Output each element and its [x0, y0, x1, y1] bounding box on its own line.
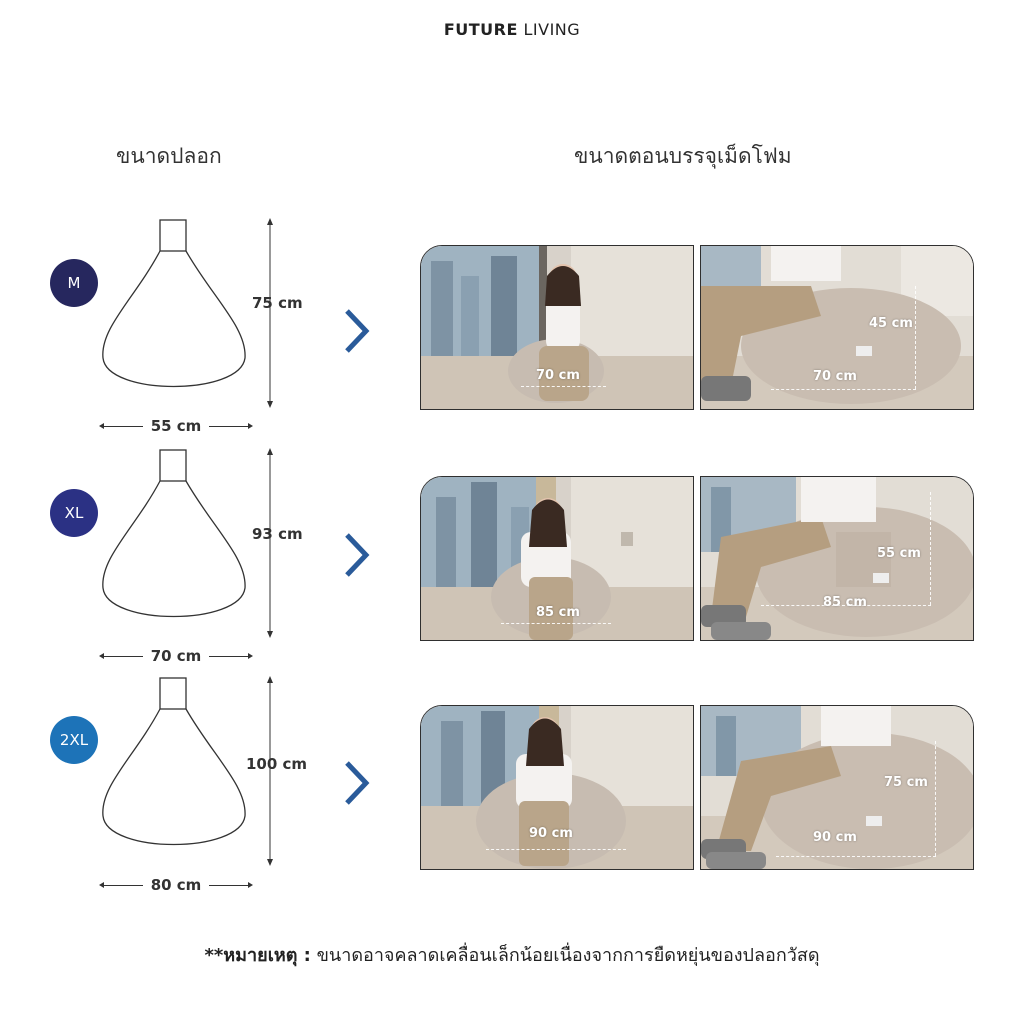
front-width-label-xl: 85 cm	[536, 605, 580, 620]
cover-width-label-m: 55 cm	[150, 417, 202, 435]
side-height-label-xl: 55 cm	[877, 546, 921, 561]
side-width-label-2xl: 90 cm	[813, 830, 857, 845]
footnote-text: ขนาดอาจคลาดเคลื่อนเล็กน้อยเนื่องจากการยื…	[310, 945, 820, 966]
cover-height-2xl: 100 cm	[246, 755, 308, 773]
photo-side-2xl: 75 cm 90 cm	[700, 705, 974, 870]
photo-side-m: 45 cm 70 cm	[700, 245, 974, 410]
cover-width-m: 55 cm	[99, 417, 253, 435]
size-badge-m: M	[50, 259, 98, 307]
cover-outline-m	[102, 219, 246, 388]
photo-front-m: 70 cm	[420, 245, 694, 410]
height-arrow-m	[267, 218, 273, 408]
front-width-label-m: 70 cm	[536, 368, 580, 383]
size-badge-2xl: 2XL	[50, 716, 98, 764]
brand-logo: FUTURE LIVING	[0, 20, 1024, 39]
height-arrow-2xl	[267, 676, 273, 866]
photo-side-xl: 55 cm 85 cm	[700, 476, 974, 641]
side-height-label-m: 45 cm	[869, 316, 913, 331]
cover-height-xl: 93 cm	[252, 525, 303, 543]
front-width-label-2xl: 90 cm	[529, 826, 573, 841]
chevron-right-icon	[344, 532, 370, 586]
footnote-prefix: **หมายเหตุ :	[204, 945, 311, 966]
cover-width-label-xl: 70 cm	[150, 647, 202, 665]
chevron-right-icon	[344, 308, 370, 362]
cover-width-xl: 70 cm	[99, 647, 253, 665]
side-height-label-2xl: 75 cm	[884, 775, 928, 790]
brand-part-2: LIVING	[523, 20, 581, 39]
side-width-label-m: 70 cm	[813, 369, 857, 384]
cover-width-label-2xl: 80 cm	[150, 876, 202, 894]
brand-part-1: FUTURE	[443, 20, 518, 39]
photo-front-2xl: 90 cm	[420, 705, 694, 870]
cover-size-heading: ขนาดปลอก	[116, 144, 222, 168]
chevron-right-icon	[344, 760, 370, 814]
height-arrow-xl	[267, 448, 273, 638]
filled-size-heading: ขนาดตอนบรรจุเม็ดโฟม	[574, 144, 792, 168]
cover-height-m: 75 cm	[252, 294, 303, 312]
footnote: **หมายเหตุ : ขนาดอาจคลาดเคลื่อนเล็กน้อยเ…	[0, 940, 1024, 969]
cover-outline-xl	[102, 449, 246, 618]
photo-front-xl: 85 cm	[420, 476, 694, 641]
size-badge-xl: XL	[50, 489, 98, 537]
cover-outline-2xl	[102, 677, 246, 846]
cover-width-2xl: 80 cm	[99, 876, 253, 894]
side-width-label-xl: 85 cm	[823, 595, 867, 610]
